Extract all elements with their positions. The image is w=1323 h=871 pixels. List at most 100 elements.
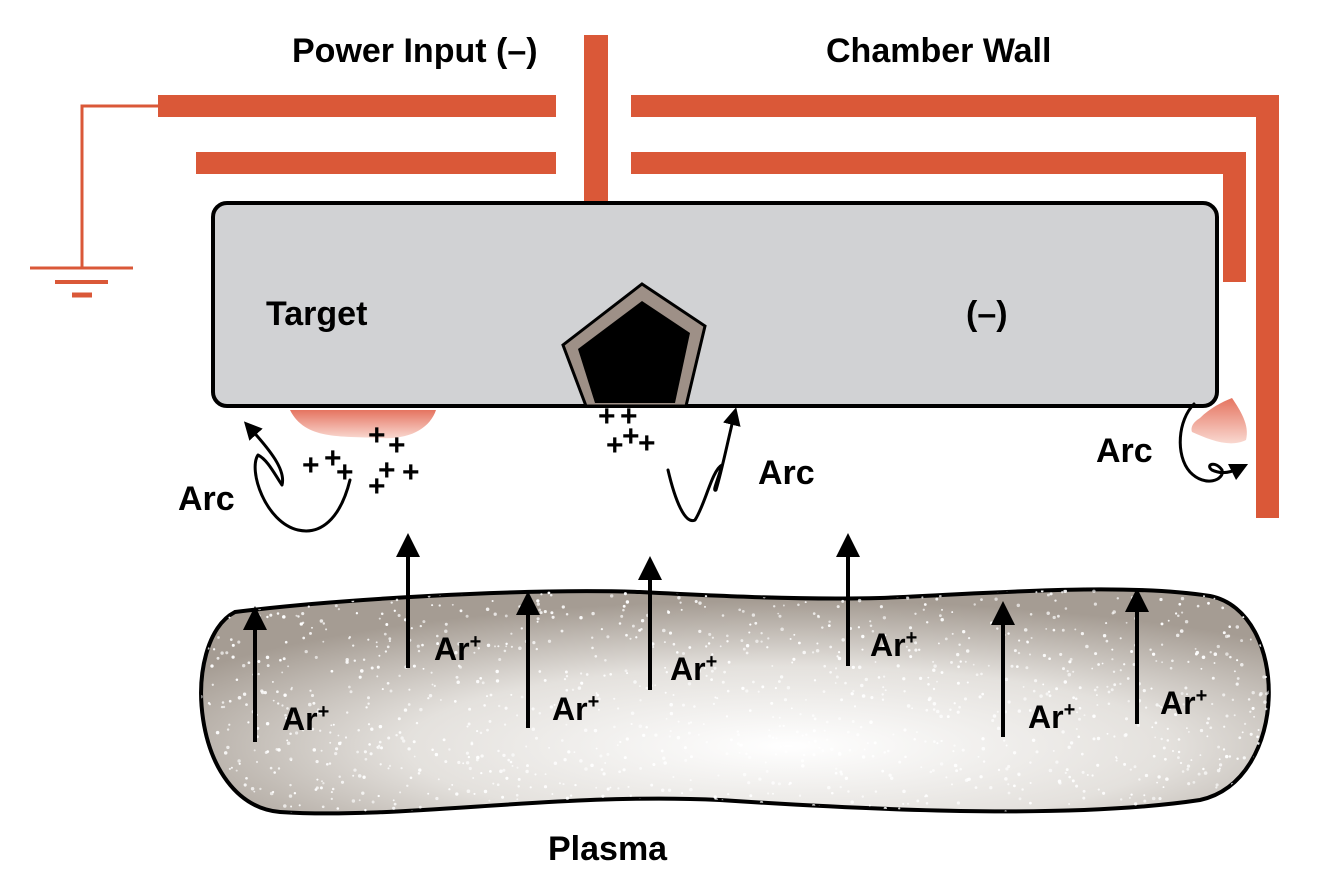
plasma-speckle [231, 643, 235, 647]
plasma-speckle [1052, 749, 1055, 752]
plasma-speckle [1115, 759, 1118, 762]
plasma-speckle [353, 768, 357, 772]
plasma-speckle [1207, 601, 1210, 605]
plasma-speckle [1091, 774, 1094, 777]
plasma-speckle [565, 674, 569, 678]
plasma-speckle [1119, 682, 1122, 686]
plasma-speckle [1162, 786, 1165, 789]
plasma-speckle [1259, 761, 1263, 765]
chamber-wall-structure [158, 35, 1279, 518]
plasma-speckle [705, 741, 708, 744]
plasma-speckle [780, 627, 784, 632]
plasma-speckle [834, 771, 838, 775]
plasma-speckle [818, 746, 821, 749]
plasma-speckle [193, 638, 196, 641]
plasma-speckle [1144, 706, 1148, 709]
plasma-speckle [958, 643, 961, 646]
plasma-speckle [791, 661, 794, 664]
plasma-speckle [874, 790, 878, 793]
plasma-speckle [290, 686, 293, 689]
plasma-speckle [805, 733, 808, 736]
plasma-speckle [1021, 788, 1024, 791]
plasma-speckle [747, 781, 751, 785]
plasma-speckle [815, 649, 820, 653]
plasma-speckle [1046, 593, 1050, 597]
plasma-speckle [938, 594, 942, 598]
plasma-speckle [1211, 676, 1215, 680]
plasma-speckle [1212, 806, 1215, 809]
plasma-speckle [568, 585, 571, 588]
plasma-speckle [830, 747, 834, 751]
plasma-speckle [553, 761, 558, 765]
plasma-speckle [1272, 672, 1274, 674]
plasma-speckle [668, 631, 673, 635]
plasma-speckle [829, 645, 833, 649]
plasma-speckle [1187, 660, 1190, 664]
plasma-speckle [279, 658, 282, 662]
plasma-speckle [530, 586, 532, 588]
plasma-speckle [376, 665, 380, 669]
plasma-speckle [975, 673, 979, 677]
plasma-speckle [1233, 714, 1236, 717]
plasma-speckle [319, 619, 324, 623]
plasma-speckle [683, 746, 687, 750]
plasma-speckle [434, 816, 437, 819]
charge-plus: + [368, 419, 386, 452]
plasma-speckle [841, 638, 845, 642]
plasma-speckle [1097, 788, 1100, 791]
plasma-speckle [748, 709, 752, 712]
plasma-speckle [1225, 714, 1229, 718]
plasma-speckle [491, 810, 495, 814]
plasma-speckle [828, 620, 831, 623]
plasma-speckle [439, 699, 442, 701]
plasma-speckle [222, 705, 226, 709]
plasma-speckle [488, 719, 492, 723]
plasma-speckle [330, 791, 333, 794]
plasma-speckle [755, 639, 759, 643]
plasma-speckle [471, 812, 475, 814]
plasma-speckle [1169, 707, 1172, 710]
plasma-speckle [861, 694, 866, 698]
plasma-speckle [281, 704, 284, 707]
plasma-speckle [745, 689, 749, 693]
plasma-speckle [317, 708, 320, 711]
plasma-speckle [230, 766, 233, 769]
plasma-speckle [585, 673, 589, 676]
plasma-speckle [654, 684, 657, 687]
plasma-speckle [603, 674, 606, 677]
plasma-speckle [1007, 632, 1010, 635]
ion-label: Ar+ [552, 691, 599, 727]
plasma-speckle [563, 758, 567, 762]
plasma-speckle [459, 609, 463, 613]
plasma-speckle [1177, 750, 1181, 754]
plasma-speckle [272, 699, 275, 702]
plasma-speckle [284, 640, 288, 644]
chamber-wall-right-inner [1223, 152, 1246, 282]
plasma-speckle [994, 819, 996, 821]
plasma-speckle [1016, 603, 1021, 608]
plasma-speckle [595, 786, 598, 789]
plasma-speckle [329, 731, 332, 734]
plasma-speckle [307, 605, 310, 608]
plasma-speckle [483, 704, 486, 707]
plasma-speckle [710, 678, 713, 681]
plasma-speckle [1093, 688, 1097, 692]
plasma-speckle [277, 767, 281, 770]
plasma-speckle [1256, 809, 1260, 813]
plasma-speckle [226, 745, 230, 750]
plasma-speckle [380, 589, 382, 592]
plasma-speckle [744, 818, 746, 820]
plasma-speckle [725, 808, 728, 811]
plasma-speckle [1215, 783, 1219, 787]
plasma-speckle [431, 683, 434, 686]
plasma-speckle [459, 665, 462, 669]
plasma-speckle [1111, 611, 1115, 615]
plasma-speckle [1144, 773, 1149, 778]
plasma-speckle [567, 818, 570, 821]
plasma-speckle [1213, 662, 1216, 664]
plasma-speckle [304, 649, 308, 654]
plasma-speckle [427, 792, 430, 795]
plasma-speckle [682, 703, 685, 707]
plasma-speckle [1177, 738, 1181, 741]
plasma-speckle [264, 751, 268, 754]
